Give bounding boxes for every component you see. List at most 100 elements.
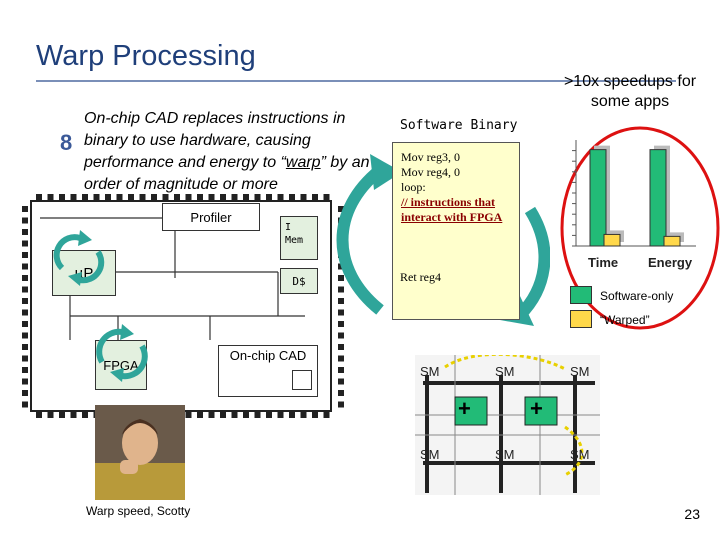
chip-pin [174,194,180,200]
chip-pin [22,355,28,362]
chip-pin [185,194,192,200]
slide-title: Warp Processing [36,40,256,72]
chart-category-energy: Energy [648,255,693,270]
speedup-chart [560,126,720,330]
chip-pin [338,206,344,212]
chip-pin [338,367,344,373]
chip-pin [22,206,28,212]
chip-pin [47,412,54,418]
bar-energy-warped [663,235,681,247]
chip-pin [197,412,203,418]
scotty-photo [95,405,185,500]
routing-wires [423,375,595,493]
sm-label: SM [495,364,515,379]
blurb-prefix: On-chip CAD replaces instructions in bin… [84,110,346,171]
sm-label: SM [570,364,590,379]
chip-pin [22,332,28,339]
chip-pin [22,229,28,235]
chip-pin [338,355,344,362]
code-highlight: // instructions that interact with FPGA [401,195,503,224]
chip-pin [139,194,146,200]
chip-pin [220,194,226,200]
chip-pin [231,194,238,200]
chip-pin [220,412,226,418]
cycle-arrow-icon [53,230,105,286]
chip-pin [338,309,344,316]
chip-pin [289,194,295,200]
chip-pin [338,390,344,396]
chip-pin [266,412,272,418]
fpga-block: FPGA [95,340,147,390]
bullet-icon: 8 [60,130,73,155]
dcache-block: D$ [280,268,318,294]
chip-pin [22,309,28,316]
chip-pin [22,378,28,385]
chip-pin [338,321,344,327]
sm-label: SM [420,447,440,462]
chip-pin [59,412,65,418]
blurb-suffix: ” by an order of magnitude or more [84,154,370,193]
chip-pin [197,194,203,200]
chip-pin [243,412,249,418]
chip-pin [70,412,77,418]
chip-pin [338,298,344,304]
microprocessor-block: µP [52,250,116,296]
highlight-ellipse [560,126,720,330]
chip-pin [243,194,249,200]
chip-pin [312,412,318,418]
chip-pin [338,401,344,408]
code-line: Mov reg3, 0 [401,150,460,164]
chip-pin [36,412,42,418]
chip-pin [82,412,88,418]
chip-pin [289,412,295,418]
chart-bars [589,145,684,247]
code-line: loop: [401,180,426,194]
chip-pin [185,412,192,418]
chip-pin [128,194,134,200]
chip-pin [254,412,261,418]
chip-pin [22,390,28,396]
chip-pin [208,412,215,418]
title-rule [36,80,676,82]
fpga-fabric [415,355,600,495]
adder-block [454,396,488,426]
chart-category-time: Time [588,255,619,270]
chip-pin [277,412,284,418]
software-binary-title: Software Binary [400,118,518,133]
chip-pin [47,194,54,200]
chip-pin [312,194,318,200]
chip-pin [338,286,344,293]
chip-pin [105,194,111,200]
chip-pin [36,194,42,200]
chip-pin [266,194,272,200]
imem-line-1: I [285,222,292,233]
chip-pin [22,286,28,293]
chip-pin [151,194,157,200]
adder-block [524,396,558,426]
profiler-block: Profiler [162,203,260,231]
chip-pin [162,194,169,200]
chip-pin [338,344,344,350]
legend-swatch-software [570,286,592,304]
adder-plus: + [530,396,543,421]
chip-pin [338,275,344,281]
code-line: Mov reg4, 0 [401,165,460,179]
legend-software-only: Software-only [600,289,674,303]
legend-warped: “Warped” [600,313,650,327]
chip-pin [22,240,28,247]
chip-pin [323,412,330,418]
chip-pin [93,194,100,200]
chip-pin [231,412,238,418]
legend-swatch-warped [570,310,592,328]
chip-pin [22,367,28,373]
chip-pin [22,321,28,327]
onchip-cad-block: On-chip CAD [218,345,318,397]
sm-label: SM [495,447,515,462]
chip-pin [277,194,284,200]
chip-pin [22,252,28,258]
chip-pin [22,401,28,408]
chip-pin [323,194,330,200]
chip-pin [22,263,28,270]
chip-pin [59,194,65,200]
